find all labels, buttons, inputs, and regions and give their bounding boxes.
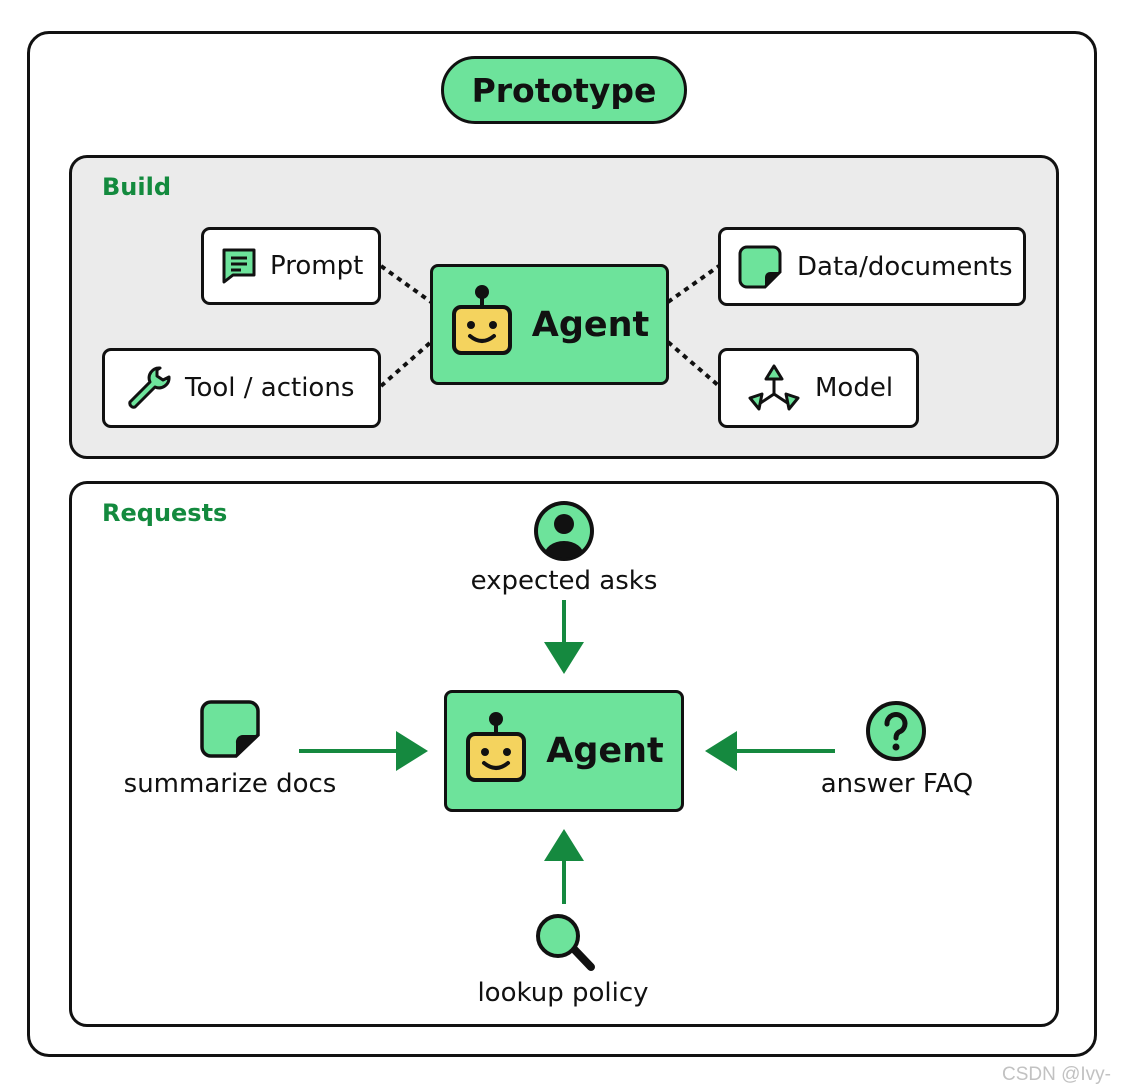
user-avatar-icon [531, 498, 597, 568]
chat-lines-icon [220, 247, 258, 285]
connector-tool [379, 340, 433, 388]
tool-label: Tool / actions [185, 373, 355, 403]
tri-node-model-icon [747, 364, 801, 412]
tool-card: Tool / actions [102, 348, 381, 428]
prototype-title-text: Prototype [471, 70, 657, 110]
connector-prompt [379, 264, 433, 304]
watermark: CSDN @Ivy- [1001, 1064, 1111, 1085]
requests-section-label: Requests [102, 499, 228, 527]
summarize-docs-caption: summarize docs [123, 769, 337, 799]
build-agent-box: Agent [430, 264, 669, 385]
connector-data [666, 264, 721, 304]
prototype-title: Prototype [441, 56, 687, 124]
data-label: Data/documents [797, 251, 1013, 282]
prompt-label: Prompt [270, 251, 364, 281]
build-section-label: Build [102, 173, 172, 201]
robot-face-icon [450, 283, 514, 366]
sticky-note-icon [199, 699, 261, 763]
model-label: Model [815, 373, 894, 403]
data-card: Data/documents [718, 227, 1026, 306]
answer-faq-caption: answer FAQ [820, 769, 974, 799]
prompt-card: Prompt [201, 227, 381, 305]
model-card: Model [718, 348, 919, 428]
requests-agent-label: Agent [546, 731, 664, 771]
build-agent-label: Agent [531, 304, 650, 345]
connector-model [666, 340, 721, 388]
lookup-policy-caption: lookup policy [477, 978, 649, 1008]
wrench-icon [125, 364, 173, 412]
question-circle-icon [865, 700, 927, 766]
magnifier-icon [533, 912, 597, 976]
requests-agent-box: Agent [444, 690, 684, 812]
robot-face-icon [464, 710, 528, 793]
sticky-note-icon [737, 244, 783, 290]
expected-asks-caption: expected asks [470, 566, 658, 596]
